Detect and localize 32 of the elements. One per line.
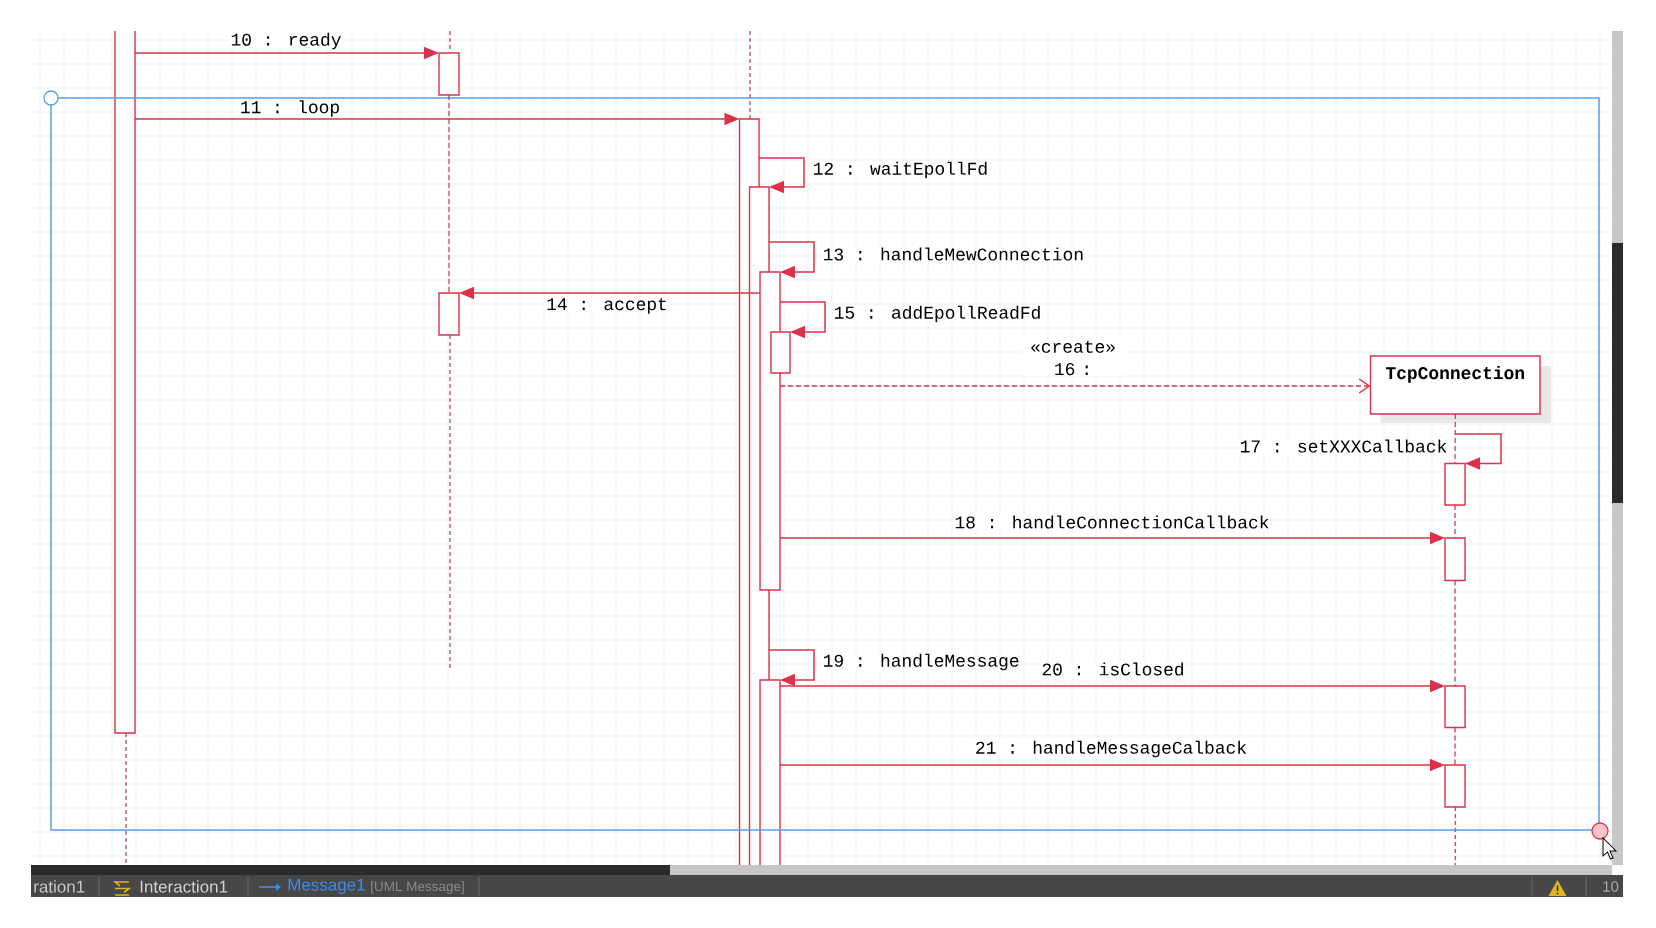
lifeline	[1454, 579, 1456, 687]
self-message-arrow	[1454, 433, 1502, 470]
activation-bar	[114, 30, 136, 734]
lifeline	[1454, 504, 1456, 539]
edge-label: 19 : handleMessage	[822, 653, 1021, 671]
lifeline	[448, 94, 450, 294]
activation-bar	[1444, 685, 1466, 729]
self-message-arrow	[768, 241, 815, 279]
edge-label: 12 : waitEpollFd	[812, 161, 989, 179]
self-message-arrow	[768, 649, 815, 687]
edge-label: «create» 16 :	[1022, 340, 1124, 376]
dashed-arrow	[779, 378, 1371, 394]
status-text: Message1	[288, 878, 365, 895]
edge-label: 15 : addEpollReadFd	[833, 305, 1042, 323]
status-text: Interaction1	[140, 880, 228, 893]
activation-bar	[438, 292, 460, 336]
lifeline	[1454, 726, 1456, 766]
activation-bar	[770, 331, 791, 374]
self-message-arrow	[758, 157, 805, 194]
lifeline	[1454, 413, 1456, 465]
object-box: TcpConnection	[1369, 355, 1551, 423]
activation-bar	[1444, 462, 1466, 506]
edge-label: 21 : handleMessageCalback	[974, 740, 1248, 758]
status-text: ration1	[34, 880, 85, 893]
activation-bar	[438, 52, 460, 96]
self-message-arrow	[779, 301, 826, 339]
status-text: 10	[1603, 881, 1619, 892]
activation-bar	[1444, 537, 1466, 582]
activation-bar	[1444, 764, 1466, 808]
status-text: [UML Message]	[371, 881, 464, 894]
activation-bar	[759, 679, 781, 866]
edge-label: 10 : ready	[230, 32, 342, 50]
